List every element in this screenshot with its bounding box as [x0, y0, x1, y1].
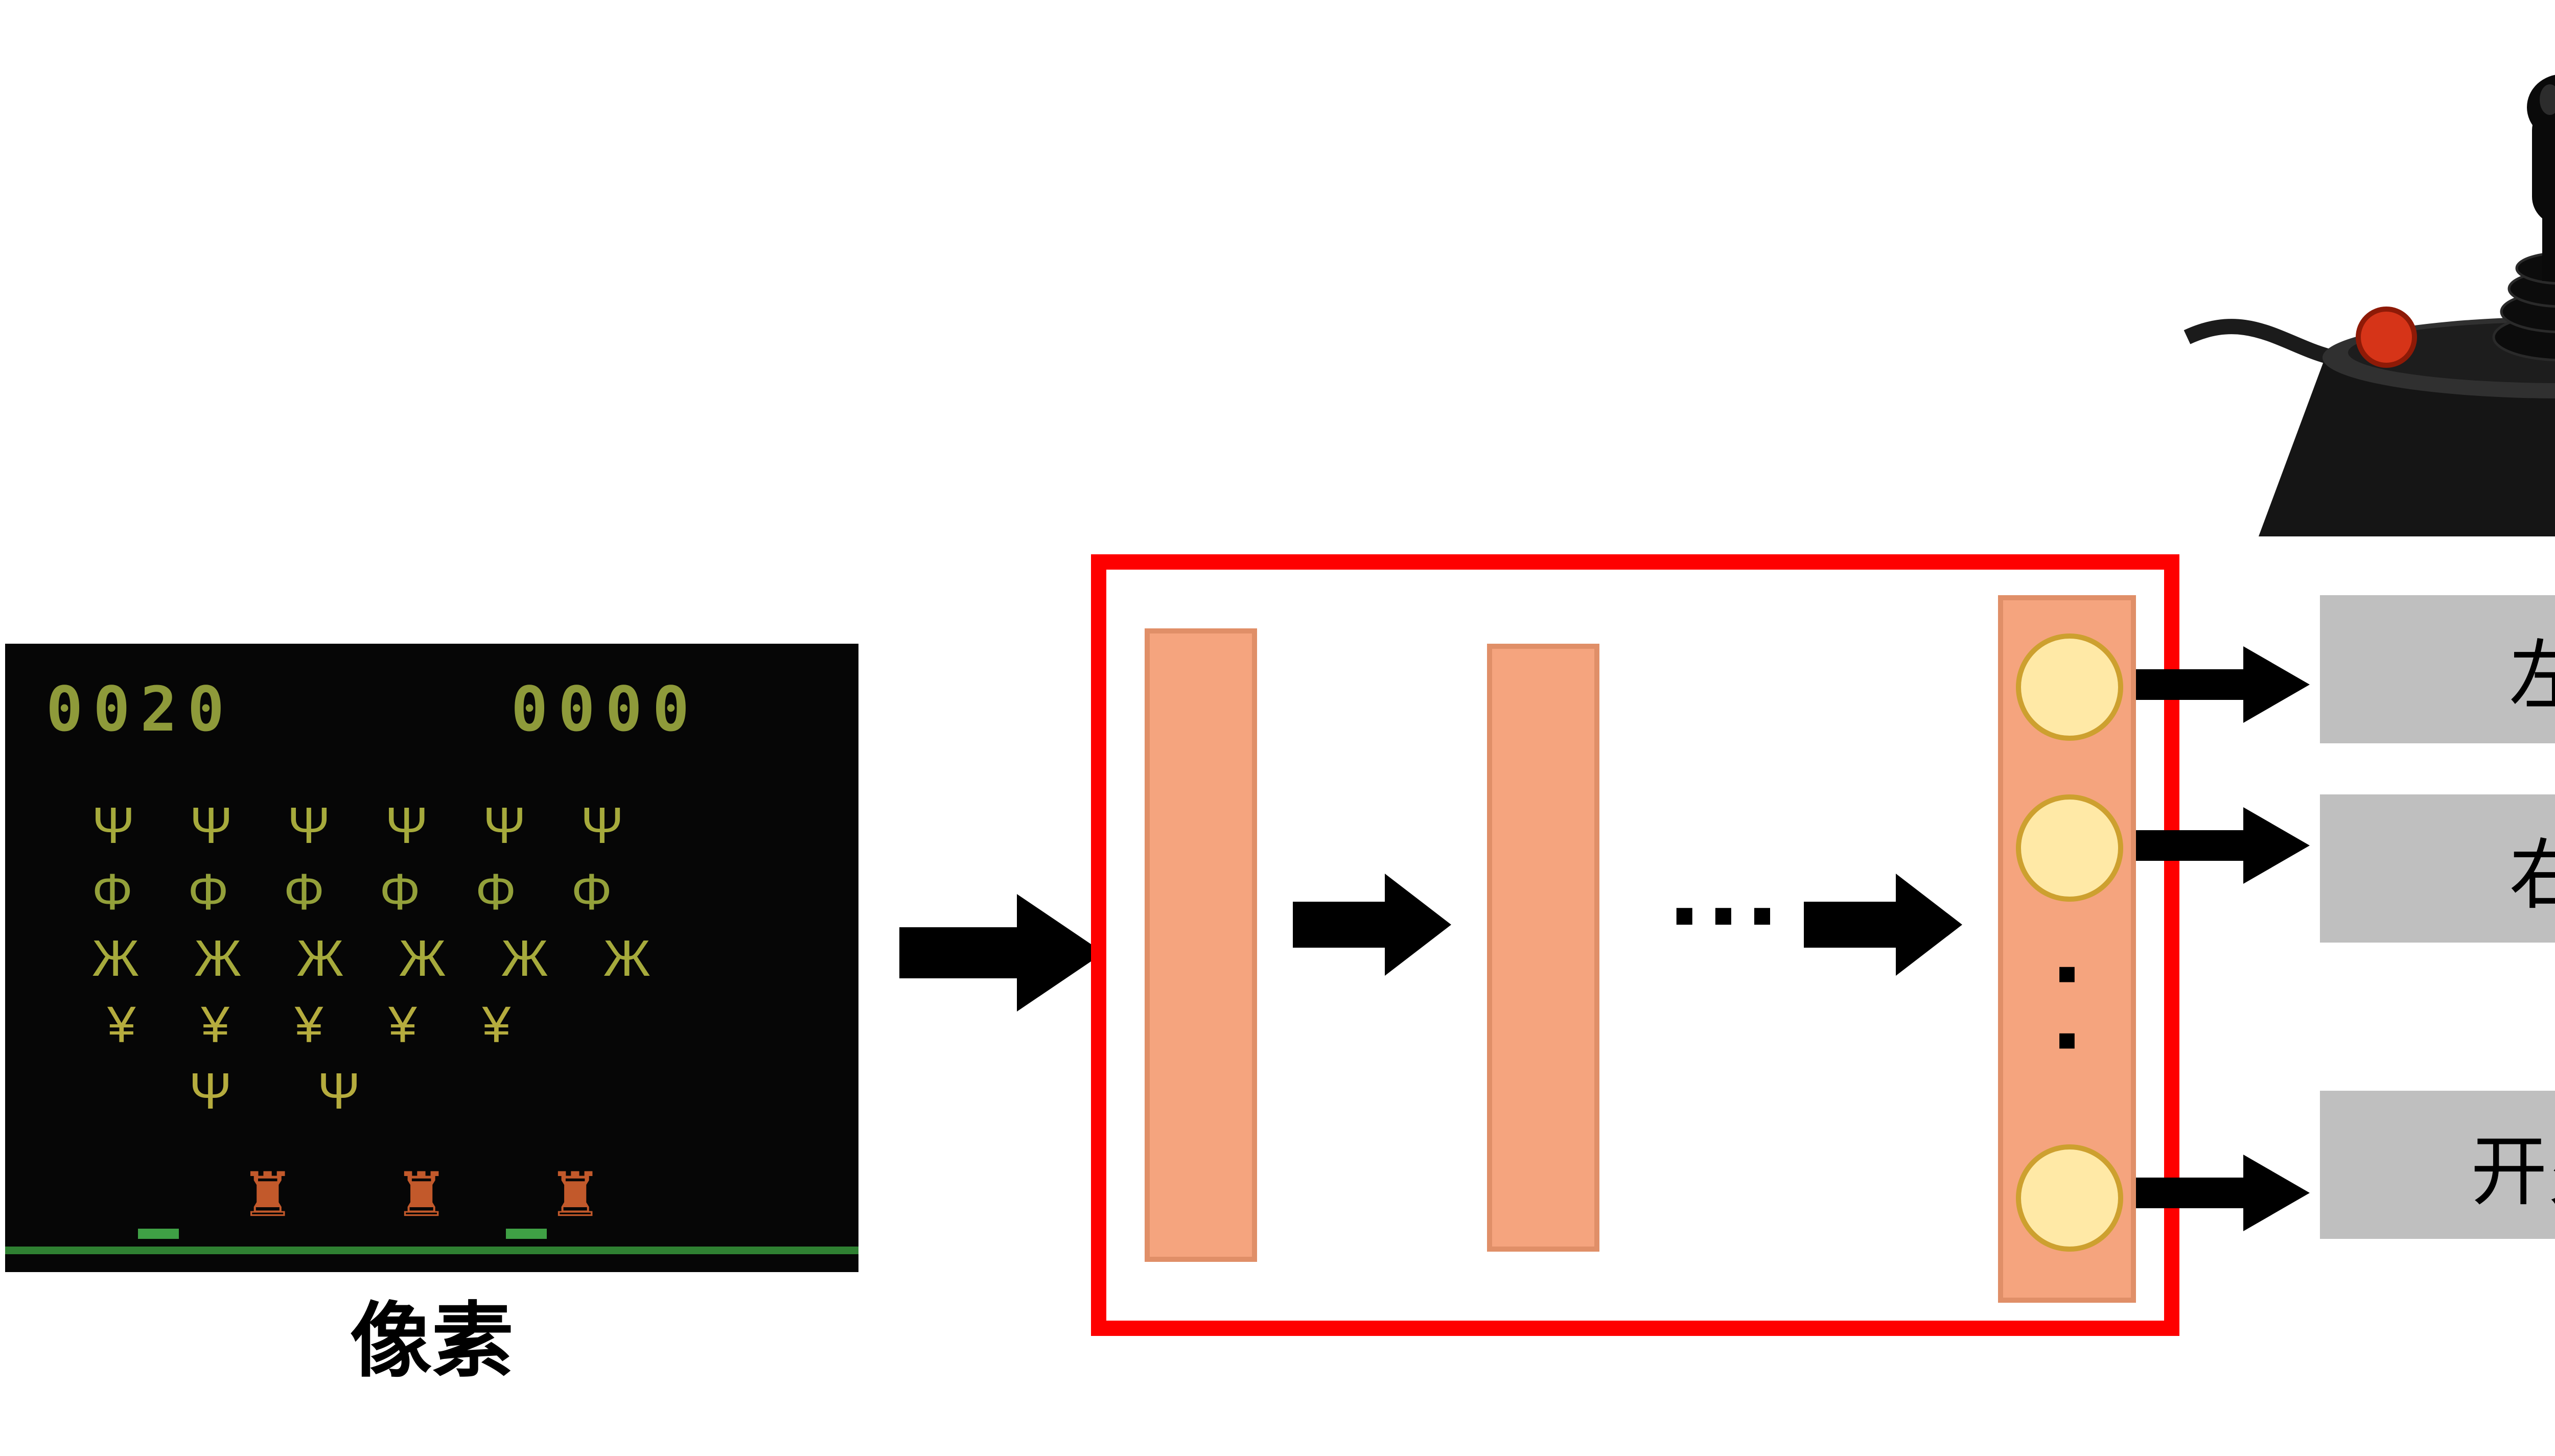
stick-highlight	[2540, 84, 2555, 115]
alien-row: Ψ Ψ Ψ Ψ Ψ Ψ	[92, 797, 644, 854]
output-neuron-3	[2016, 1144, 2123, 1252]
action-box-left: 左	[2320, 595, 2555, 743]
output-layer: ▪ ▪	[1998, 595, 2136, 1303]
game-score-left: 0020	[46, 674, 235, 745]
bunker-row: ♜ ♜ ♜	[240, 1161, 643, 1229]
ellipsis-dot: ▪	[2056, 940, 2078, 1009]
player-fragment	[138, 1229, 179, 1239]
joystick-image	[2184, 75, 2555, 536]
ground-line	[5, 1247, 858, 1254]
game-background	[5, 644, 858, 1272]
ellipsis-horizontal: ...	[1668, 825, 1786, 950]
joystick-base	[2259, 358, 2555, 536]
output-neuron-1	[2016, 633, 2123, 741]
ellipsis-vertical: ▪ ▪	[2003, 940, 2131, 1075]
layer-arrow-icon	[1804, 874, 1962, 976]
layer-arrow-icon	[1293, 874, 1451, 976]
action-label: 左	[2509, 613, 2555, 725]
pixels-label: 像素	[350, 1295, 514, 1387]
ellipsis-dot: ▪	[2056, 1006, 2078, 1075]
action-label: 开火	[2471, 1132, 2555, 1216]
hidden-layer-1	[1145, 628, 1257, 1262]
alien-row: ¥ ¥ ¥ ¥ ¥	[107, 996, 536, 1053]
output-neuron-2	[2016, 794, 2123, 902]
output-arrow-icon-2	[2136, 807, 2310, 884]
alien-row: Φ Φ Φ Φ Φ Φ	[92, 863, 633, 921]
game-score-right: 0000	[511, 674, 700, 745]
fire-button	[2356, 307, 2417, 368]
alien-row: Ψ Ψ	[189, 1063, 396, 1120]
output-arrow-icon-3	[2136, 1155, 2310, 1231]
player-fragment	[506, 1229, 547, 1239]
action-box-right: 右	[2320, 794, 2555, 943]
game-screen: 0020 0000 Ψ Ψ Ψ Ψ Ψ Ψ Φ Φ Φ Φ Φ Φ Ж Ж Ж …	[5, 644, 858, 1272]
action-box-fire: 开火	[2320, 1091, 2555, 1239]
alien-row: Ж Ж Ж Ж Ж Ж	[92, 930, 671, 987]
action-label: 右	[2509, 812, 2555, 925]
output-arrow-icon-1	[2136, 646, 2310, 723]
hidden-layer-2	[1487, 644, 1599, 1252]
input-arrow-icon	[899, 894, 1104, 1012]
